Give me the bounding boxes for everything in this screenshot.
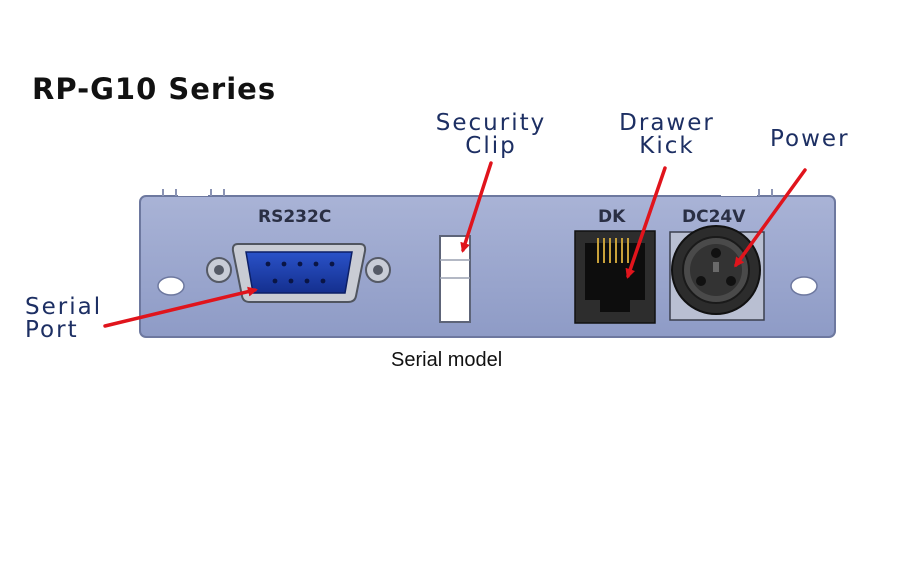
serial-port-arrow: [103, 286, 258, 328]
drawer-kick-line-2: Kick: [639, 133, 695, 159]
rs232c-label: RS232C: [258, 207, 331, 227]
security-clip-arrow: [460, 161, 493, 253]
drawer-kick-port: DK: [574, 207, 656, 324]
power-port: DC24V: [669, 207, 765, 321]
serial-port-line-1: Serial: [25, 294, 103, 320]
mounting-hole-right: [790, 276, 818, 296]
drawer-kick-callout: Drawer Kick: [613, 112, 721, 158]
dc24v-label: DC24V: [682, 207, 746, 227]
serial-port-callout: Serial Port: [25, 296, 102, 342]
security-clip: [439, 235, 471, 323]
security-clip-line-2: Clip: [465, 133, 517, 159]
security-clip-line-1: Security: [435, 110, 547, 136]
dk-label: DK: [598, 207, 626, 227]
power-arrow: [734, 168, 807, 268]
security-clip-callout: Security Clip: [430, 112, 552, 158]
power-label: Power: [770, 126, 850, 152]
drawer-kick-arrow: [625, 166, 667, 279]
rs232c-port: RS232C: [206, 207, 391, 303]
power-callout: Power: [770, 128, 850, 151]
mounting-hole-left: [157, 276, 185, 296]
callout-arrows: [103, 161, 807, 328]
drawer-kick-line-1: Drawer: [619, 110, 715, 136]
serial-port-line-2: Port: [25, 317, 79, 343]
diagram-caption: Serial model: [391, 349, 503, 371]
diagram-title: RP-G10 Series: [32, 72, 277, 106]
